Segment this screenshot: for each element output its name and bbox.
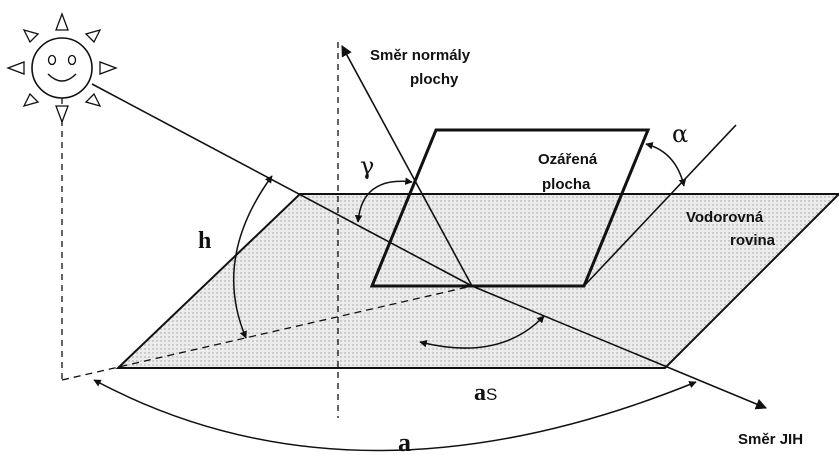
tilt-angle-label: α [672,120,688,148]
irradiated-surface-label-line1: Ozářená [538,151,598,168]
tilt-reference-line [583,124,737,287]
horizontal-plane-label-line1: Vodorovná [686,209,764,226]
sun-ray-line [91,83,473,287]
surface-normal-label-line2: plochy [410,71,459,88]
surface-normal-arrow [341,45,473,287]
altitude-angle-arc [232,175,273,339]
incidence-angle-label: γ [360,152,374,180]
solar-azimuth-arc [93,379,697,452]
horizontal-plane [115,193,839,369]
south-direction-label: Směr JIH [738,431,803,448]
surface-azimuth-arc [419,315,545,349]
south-direction-arrow [471,285,768,410]
solar-azimuth-label: a [398,428,411,455]
altitude-angle-label: h [198,228,211,254]
sun-icon [6,12,118,124]
incidence-angle-arc [354,177,413,223]
irradiated-surface [369,128,651,288]
surface-normal-label-line1: Směr normály [370,47,471,64]
horizontal-plane-label-line2: rovina [730,232,776,249]
surface-azimuth-label: aS [474,380,497,406]
irradiated-surface-label-line2: plocha [542,176,591,193]
tilt-angle-arc [645,142,687,187]
